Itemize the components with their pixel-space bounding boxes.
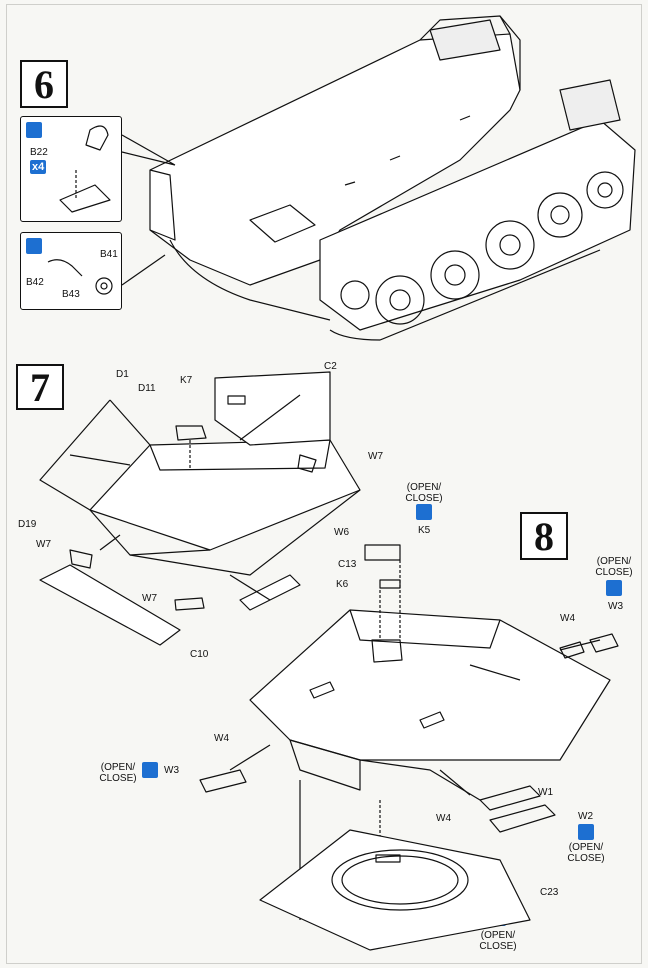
open-close-label: (OPEN/ CLOSE)	[99, 762, 137, 784]
open-close-option-icon	[142, 762, 158, 778]
part-label-b22: B22	[30, 147, 48, 158]
part-label-c2: C2	[324, 361, 337, 372]
part-label-w4-bottom: W4	[436, 813, 451, 824]
repeat-x4-icon: x4	[30, 160, 47, 174]
part-label-w3-left: W3	[164, 765, 179, 776]
open-close-label: (OPEN/ CLOSE)	[479, 930, 517, 952]
open-close-option-icon	[606, 580, 622, 596]
part-label-d19: D19	[18, 519, 37, 530]
part-label-b43: B43	[62, 289, 80, 300]
part-label-w6: W6	[334, 527, 349, 538]
part-label-k5: K5	[418, 525, 431, 536]
part-label-d1: D1	[116, 369, 129, 380]
part-label-d11: D11	[138, 383, 156, 394]
step-8-number: 8	[520, 512, 568, 560]
part-label-k7: K7	[180, 375, 193, 386]
part-label-w3-right: W3	[608, 601, 623, 612]
part-label-c23: C23	[540, 887, 559, 898]
part-label-b41: B41	[100, 249, 118, 260]
step-7-number: 7	[16, 364, 64, 410]
part-label-w1: W1	[538, 787, 553, 798]
open-close-option-icon	[578, 824, 594, 840]
part-label-c13: C13	[338, 559, 357, 570]
part-label-w2: W2	[578, 811, 593, 822]
open-close-label: (OPEN/ CLOSE)	[595, 556, 633, 578]
part-label-w4-left: W4	[214, 733, 229, 744]
part-label-k6-top: K6	[336, 579, 349, 590]
cement-tube-icon	[26, 122, 42, 138]
open-close-option-icon	[416, 504, 432, 520]
page-border	[6, 4, 642, 964]
cement-tube-icon	[26, 238, 42, 254]
part-label-w7-left: W7	[36, 539, 51, 550]
part-label-w7-bottom: W7	[142, 593, 157, 604]
open-close-label: (OPEN/ CLOSE)	[567, 842, 605, 864]
part-label-w7-right: W7	[368, 451, 383, 462]
part-label-c10: C10	[190, 649, 209, 660]
step-6-number: 6	[20, 60, 68, 108]
part-label-b42: B42	[26, 277, 44, 288]
part-label-w4-right: W4	[560, 613, 575, 624]
open-close-label: (OPEN/ CLOSE)	[405, 482, 443, 504]
